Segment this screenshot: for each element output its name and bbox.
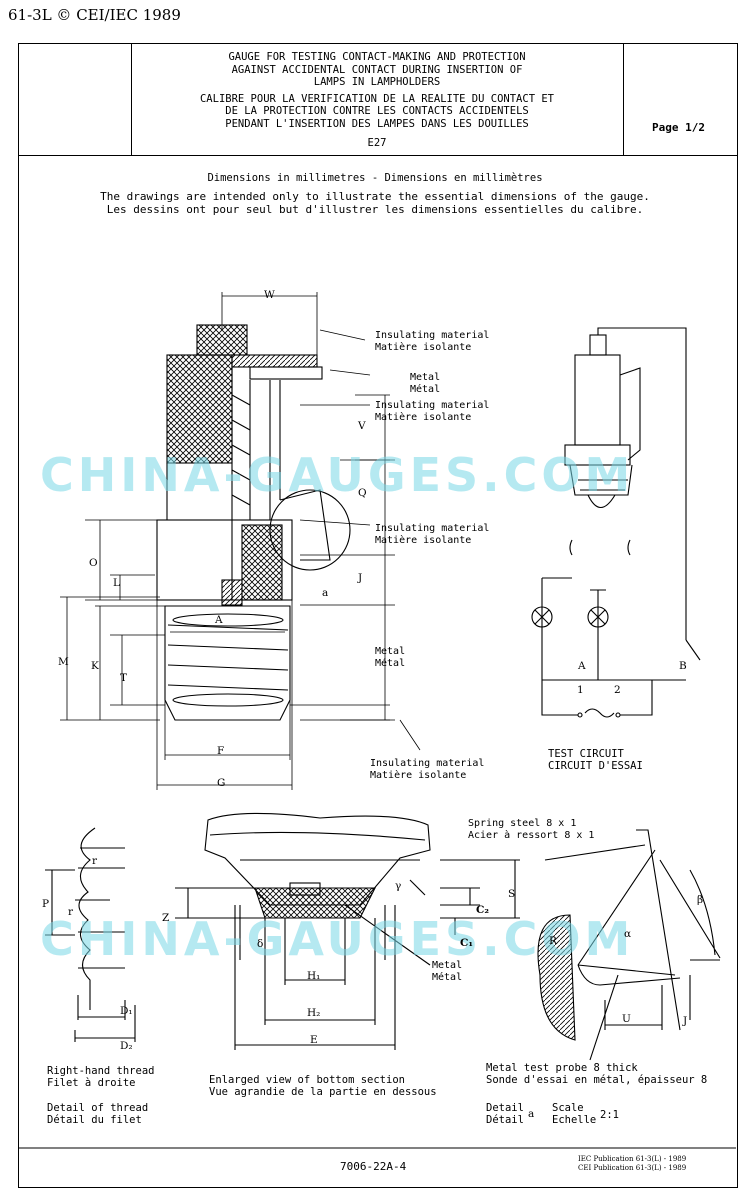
note-fr: Les dessins ont pour seul but d'illustre… (106, 203, 644, 216)
dim-D2: D₂ (120, 1040, 133, 1052)
dim-J-detail: J (683, 1015, 688, 1027)
circuit-B: B (679, 660, 687, 672)
page-number: Page 1/2 (652, 121, 705, 134)
dim-gamma: γ (395, 880, 402, 892)
dim-J: J (358, 572, 363, 584)
bottom-section (175, 812, 520, 1050)
title-fr-line-2: DE LA PROTECTION CONTRE LES CONTACTS ACC… (225, 105, 529, 117)
dim-M: M (58, 656, 69, 668)
dim-V: V (358, 420, 366, 432)
note-en: The drawings are intended only to illust… (100, 190, 650, 203)
title-fr-line-3: PENDANT L'INSERTION DES LAMPES DANS LES … (225, 117, 529, 130)
watermark-lower: CHINA-GAUGES.COM (40, 912, 635, 966)
dim-S: S (508, 888, 516, 900)
dim-D1: D₁ (120, 1005, 133, 1017)
header-page-cell: Page 1/2 (623, 43, 737, 156)
title-en-line-1: GAUGE FOR TESTING CONTACT-MAKING AND PRO… (228, 51, 526, 63)
dim-C2: C₂ (476, 904, 489, 916)
page-frame (18, 43, 738, 1188)
title-fr-line-1: CALIBRE POUR LA VERIFICATION DE LA REALI… (199, 92, 554, 105)
detail-a-letter: a (528, 1108, 535, 1120)
dim-L: L (113, 577, 120, 589)
dim-P: P (42, 898, 50, 910)
test-circuit (531, 327, 701, 718)
dim-F: F (217, 745, 225, 757)
detail-a-scale-value: 2:1 (600, 1109, 619, 1121)
watermark-upper: CHINA-GAUGES.COM (40, 448, 635, 502)
dim-r-lower: r (68, 906, 74, 918)
drawing-number: 7006-22A-4 (340, 1160, 407, 1173)
circuit-2: 2 (614, 684, 621, 696)
dim-U: U (622, 1013, 631, 1025)
main-dimension-lines (60, 292, 421, 790)
title-en-line-3: LAMPS IN LAMPHOLDERS (313, 76, 441, 88)
dim-alpha: α (624, 928, 632, 940)
dim-H2: H₂ (307, 1007, 321, 1019)
header-title-cell: GAUGE FOR TESTING CONTACT-MAKING AND PRO… (131, 43, 623, 156)
dim-T: T (120, 672, 128, 684)
detail-a (537, 829, 721, 1061)
dim-C1: C₁ (460, 937, 473, 949)
lampholder-section (156, 324, 351, 721)
dim-G: G (217, 777, 226, 789)
corner-reference: 61-3L © CEI/IEC 1989 (8, 6, 181, 24)
thread-detail (45, 827, 136, 1042)
dim-beta: β (697, 894, 704, 906)
title-en-line-2: AGAINST ACCIDENTAL CONTACT DURING INSERT… (231, 63, 523, 76)
circuit-1: 1 (577, 684, 584, 696)
circuit-A: A (578, 660, 586, 672)
cap-type: E27 (367, 137, 387, 149)
dim-R: R (549, 935, 557, 947)
dim-W: W (264, 289, 275, 301)
dim-O: O (89, 557, 98, 569)
header-left-cell (18, 43, 132, 156)
dim-Z: Z (162, 912, 170, 924)
dim-Q: Q (358, 487, 367, 499)
dim-K: K (91, 660, 99, 672)
dim-delta: δ (257, 938, 264, 950)
dim-A: A (215, 614, 223, 626)
dim-r-upper: r (92, 855, 98, 867)
dim-H1: H₁ (307, 970, 321, 982)
dimensions-note: Dimensions in millimetres - Dimensions e… (207, 172, 543, 184)
dim-E: E (310, 1034, 318, 1046)
dim-a: a (322, 587, 329, 599)
